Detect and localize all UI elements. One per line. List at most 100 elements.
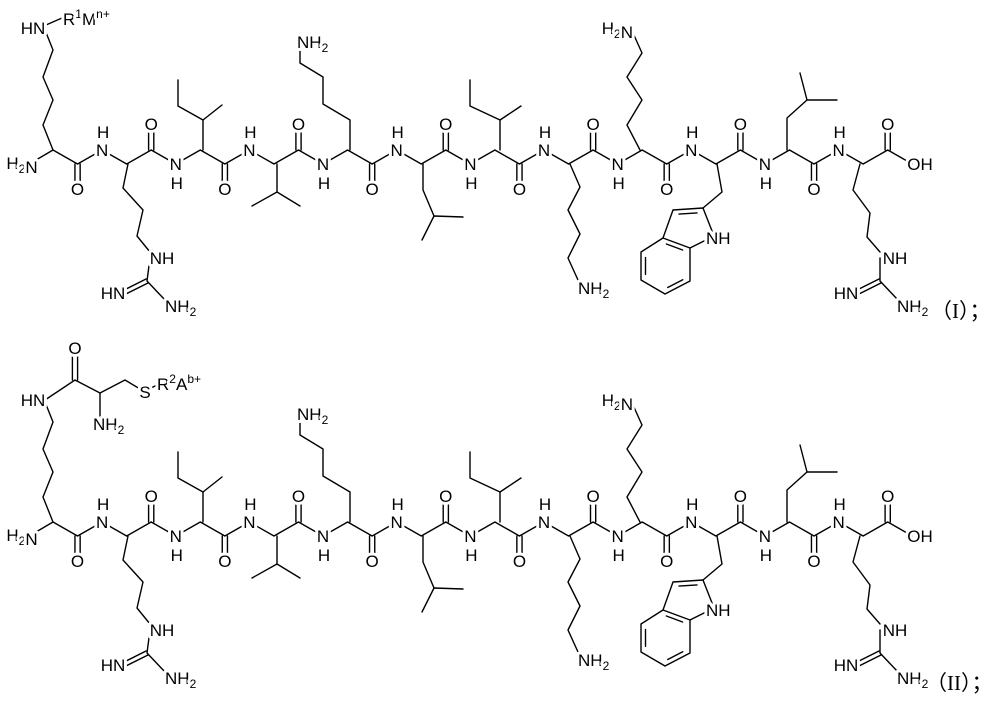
amide-hydrogen-label: H	[833, 495, 845, 514]
amide-hydrogen-label: H	[171, 174, 183, 193]
amide-nitrogen-label: N	[391, 513, 403, 532]
isoleucine-side-chain	[177, 79, 204, 151]
leucine-side-chain	[786, 99, 808, 151]
oxygen-label: O	[660, 180, 673, 199]
oxygen-label: O	[734, 487, 747, 506]
bond	[202, 104, 223, 121]
arginine-side-chain	[122, 163, 151, 253]
imine-double-bond	[856, 278, 880, 291]
amine-label: HN	[21, 19, 46, 38]
amide-nitrogen-label: N	[759, 527, 771, 546]
bond	[45, 17, 63, 26]
amine-label: NH	[883, 249, 908, 268]
bond	[799, 72, 838, 101]
bond	[146, 629, 166, 673]
oxygen-label: O	[586, 487, 599, 506]
oxygen-label: O	[513, 180, 526, 199]
imine-label: HN	[834, 656, 859, 675]
amine-label: NH	[150, 621, 175, 640]
indole-nh-label: NH	[706, 601, 731, 620]
oxygen-label: O	[881, 115, 894, 134]
amide-nitrogen-label: N	[538, 141, 550, 160]
sulfur-label: S	[139, 383, 150, 402]
lysine-side-chain	[626, 32, 643, 151]
amide-hydrogen-label: H	[318, 546, 330, 565]
oxygen-label: O	[292, 115, 305, 134]
amide-hydrogen-label: H	[833, 123, 845, 142]
amide-hydrogen-label: H	[539, 495, 551, 514]
leucine-side-chain	[422, 535, 435, 589]
bond	[879, 257, 899, 301]
imine-label: HN	[101, 284, 126, 303]
oxygen-label: O	[439, 487, 452, 506]
isoleucine-side-chain	[469, 451, 501, 523]
amide-hydrogen-label: H	[318, 174, 330, 193]
lysine-side-chain	[626, 404, 643, 523]
amide-nitrogen-label: N	[170, 155, 182, 174]
amide-hydrogen-label: H	[97, 495, 109, 514]
aromatic-double-bond	[678, 212, 698, 215]
amide-hydrogen-label: H	[760, 174, 772, 193]
amide-nitrogen-label: N	[243, 513, 255, 532]
aromatic-double-bond	[665, 243, 684, 251]
amide-nitrogen-label: N	[317, 527, 329, 546]
amide-hydrogen-label: H	[171, 546, 183, 565]
substituent-M: M	[82, 10, 96, 29]
amide-nitrogen-label: N	[391, 141, 403, 160]
indole-pyrrole-ring	[662, 579, 715, 621]
bond	[251, 563, 301, 579]
oxygen-label: O	[71, 180, 84, 199]
substituent-label: R1Mn+	[63, 7, 110, 29]
bond	[150, 384, 158, 389]
indole-benzene-ring	[640, 237, 691, 295]
aromatic-double-bond	[667, 651, 684, 661]
arginine-side-chain	[852, 535, 881, 625]
amine-label: NH2	[897, 297, 929, 319]
amide-nitrogen-label: N	[832, 513, 844, 532]
amine-label: NH2	[297, 33, 329, 55]
imine-double-bond	[123, 278, 147, 291]
bond	[879, 629, 899, 673]
bond	[499, 477, 522, 493]
indole-nh-label: NH	[706, 229, 731, 248]
amine-label: NH2	[165, 669, 197, 691]
amide-hydrogen-label: H	[97, 123, 109, 142]
bond	[499, 105, 522, 121]
backbone	[52, 149, 913, 165]
amide-nitrogen-label: N	[685, 141, 697, 160]
amine-label: H2N	[602, 391, 633, 414]
bond	[35, 149, 54, 161]
amide-nitrogen-label: N	[612, 155, 624, 174]
oxygen-label: O	[807, 180, 820, 199]
lysine-side-chain	[42, 29, 54, 151]
oxygen-label: O	[513, 552, 526, 571]
imine-label: HN	[101, 656, 126, 675]
bond	[421, 587, 464, 613]
lysine-side-chain	[567, 163, 581, 281]
amide-hydrogen-label: H	[686, 123, 698, 142]
hydroxyl-label: OH	[907, 527, 933, 546]
amide-nitrogen-label: N	[759, 155, 771, 174]
amine-label: NH2	[578, 279, 610, 301]
oxygen-label: O	[807, 552, 820, 571]
lysine-side-chain	[42, 401, 54, 523]
indole-benzene-ring	[640, 609, 691, 667]
backbone	[52, 521, 913, 537]
amine-label: NH2	[897, 669, 929, 691]
oxygen-label: O	[881, 487, 894, 506]
tryptophan-side-chain	[702, 535, 723, 581]
amide-hydrogen-label: H	[686, 495, 698, 514]
amide-nitrogen-label: N	[832, 141, 844, 160]
amide-hydrogen-label: H	[760, 546, 772, 565]
bond	[421, 215, 464, 241]
amide-nitrogen-label: N	[464, 155, 476, 174]
amide-hydrogen-label: H	[392, 495, 404, 514]
bond	[35, 521, 54, 533]
imine-double-bond	[858, 654, 882, 667]
aromatic-double-bond	[678, 584, 698, 587]
amine-label: NH2	[578, 651, 610, 673]
cysteine-linker	[44, 379, 146, 401]
